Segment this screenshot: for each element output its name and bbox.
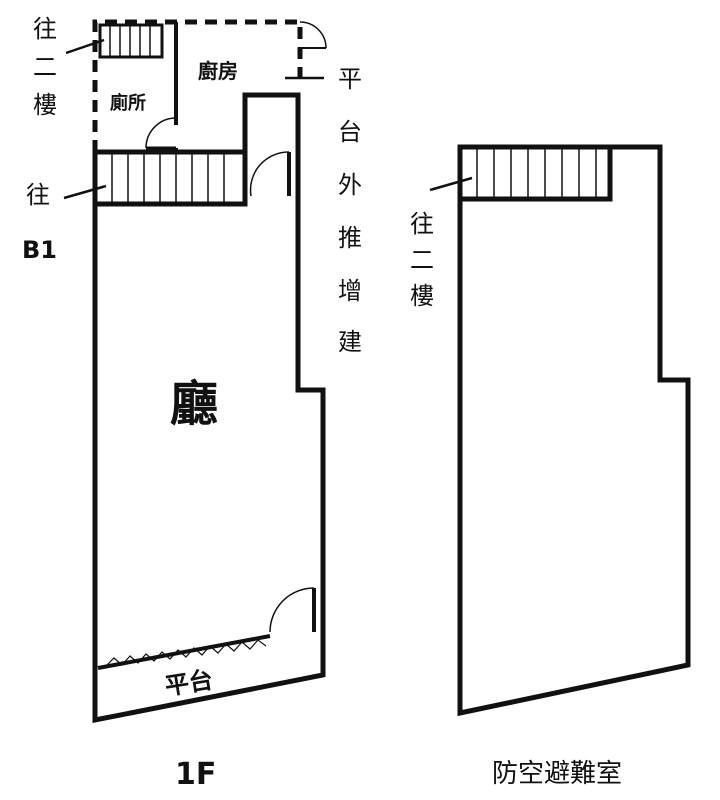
label-basement-stairs-1: 二 [410, 246, 434, 274]
label-stairs-b1-1: B1 [22, 236, 57, 264]
platform-boundary-line [97, 634, 271, 670]
label-stairs-2f-0: 往 [33, 15, 57, 43]
label-extension-4: 增 [338, 277, 362, 305]
title-basement: 防空避難室 [492, 759, 622, 789]
label-toilet: 廁所 [110, 92, 146, 114]
label-basement-stairs-2: 樓 [410, 282, 434, 310]
plan-1f: 廚房 廁所 廳 平台 往 二 樓 往 B1 平 台 外 推 增 建 1F [22, 15, 362, 792]
stairs-to-b1-treads [111, 152, 225, 204]
basement-stairs [457, 144, 613, 202]
label-extension-3: 推 [338, 224, 362, 252]
label-stairs-2f-1: 二 [33, 53, 57, 81]
label-extension-0: 平 [338, 65, 362, 93]
label-stairs-2f-2: 樓 [33, 91, 57, 119]
label-extension-5: 建 [338, 328, 362, 356]
basement-outer-wall [457, 144, 691, 717]
label-basement-stairs-0: 往 [410, 210, 434, 238]
living-upper-door-swing [249, 151, 290, 197]
platform-boundary-zigzag [105, 639, 267, 667]
basement-stairs-pointer [429, 176, 473, 192]
plan-1f-outer-wall [92, 92, 326, 724]
stairs-to-2f-pointer [65, 38, 105, 55]
plan-basement: 往 二 樓 防空避難室 [410, 144, 691, 789]
label-extension-2: 外 [338, 171, 362, 199]
platform-door-swing [269, 587, 315, 633]
stairs-to-b1-pointer [63, 184, 107, 200]
stairs-to-2f-treads [109, 25, 151, 57]
label-kitchen: 廚房 [198, 59, 238, 83]
label-living-room: 廳 [170, 376, 218, 432]
label-stairs-b1-0: 往 [26, 181, 50, 209]
basement-stairs-treads [476, 147, 597, 199]
label-extension-1: 台 [338, 118, 362, 146]
stairs-to-b1 [92, 149, 248, 207]
toilet-door-swing [145, 117, 177, 149]
kitchen-door-swing [299, 21, 327, 49]
plan-1f-extension-dashed-wall [92, 19, 303, 152]
title-1f: 1F [175, 757, 216, 792]
